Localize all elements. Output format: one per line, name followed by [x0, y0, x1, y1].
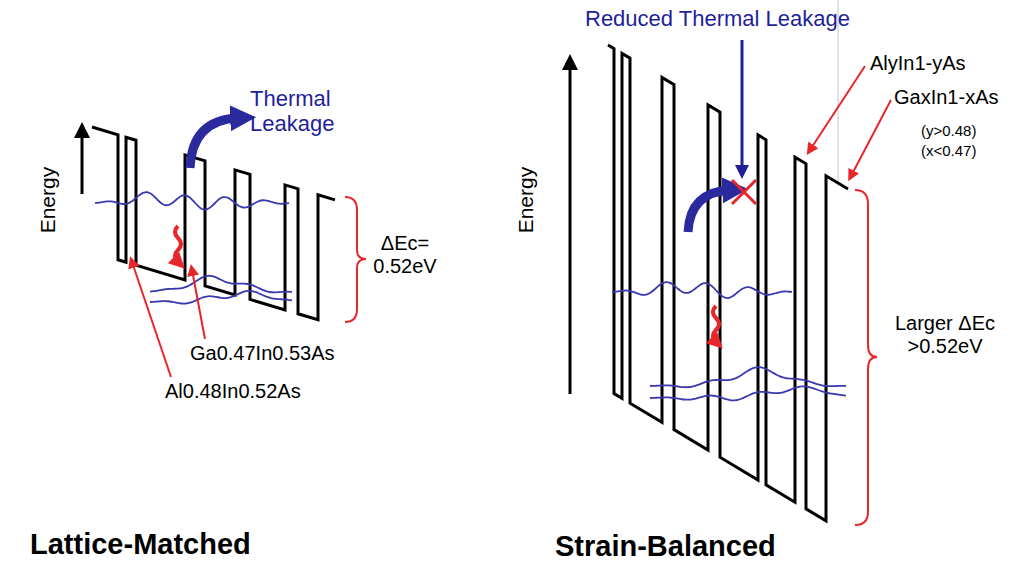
- axis-label: Energy: [36, 150, 60, 250]
- conduction-band: [92, 45, 848, 521]
- composition-note: (y>0.48): [921, 122, 1021, 139]
- band-edge: [608, 45, 848, 521]
- blocked-cross: [732, 180, 756, 204]
- wavefunctions: [95, 192, 846, 400]
- wavefunction: [612, 282, 792, 298]
- wavefunction: [150, 276, 292, 293]
- leader-arrow: [132, 262, 171, 377]
- blocked-cross: [732, 180, 756, 204]
- wavefunction: [95, 192, 289, 210]
- leader-arrow: [810, 66, 865, 150]
- panel-title: Lattice-Matched: [30, 528, 350, 561]
- wavefunction: [150, 291, 292, 304]
- leakage-arrow: [688, 190, 730, 232]
- axis-label: Energy: [514, 150, 538, 250]
- transition-arrow: [175, 226, 181, 262]
- material-label: Ga0.47In0.53As: [190, 342, 390, 365]
- energy-bracket: [855, 190, 877, 525]
- leakage-label: Reduced Thermal Leakage: [585, 6, 905, 31]
- panel-title: Strain-Balanced: [555, 530, 875, 563]
- energy-label: Larger ΔEc >0.52eV: [878, 312, 1012, 358]
- leader-arrow: [192, 270, 205, 339]
- band-edge: [92, 127, 335, 320]
- material-label: AlyIn1-yAs: [870, 52, 1020, 75]
- material-label: Al0.48In0.52As: [165, 380, 365, 403]
- energy-label: ΔEc= 0.52eV: [364, 232, 446, 278]
- material-label: GaxIn1-xAs: [894, 86, 1030, 109]
- composition-note: (x<0.47): [921, 142, 1021, 159]
- energy-bracket: [345, 197, 366, 322]
- transition-arrow: [713, 306, 719, 342]
- pointer-arrow: [741, 40, 744, 172]
- leader-arrow: [851, 100, 891, 176]
- wavefunction: [650, 367, 846, 387]
- leakage-arrow: [190, 118, 238, 168]
- energy-axis: [81, 130, 84, 194]
- energy-axis: [569, 62, 572, 394]
- wavefunction: [650, 386, 846, 400]
- leakage-label: Thermal Leakage: [250, 86, 360, 137]
